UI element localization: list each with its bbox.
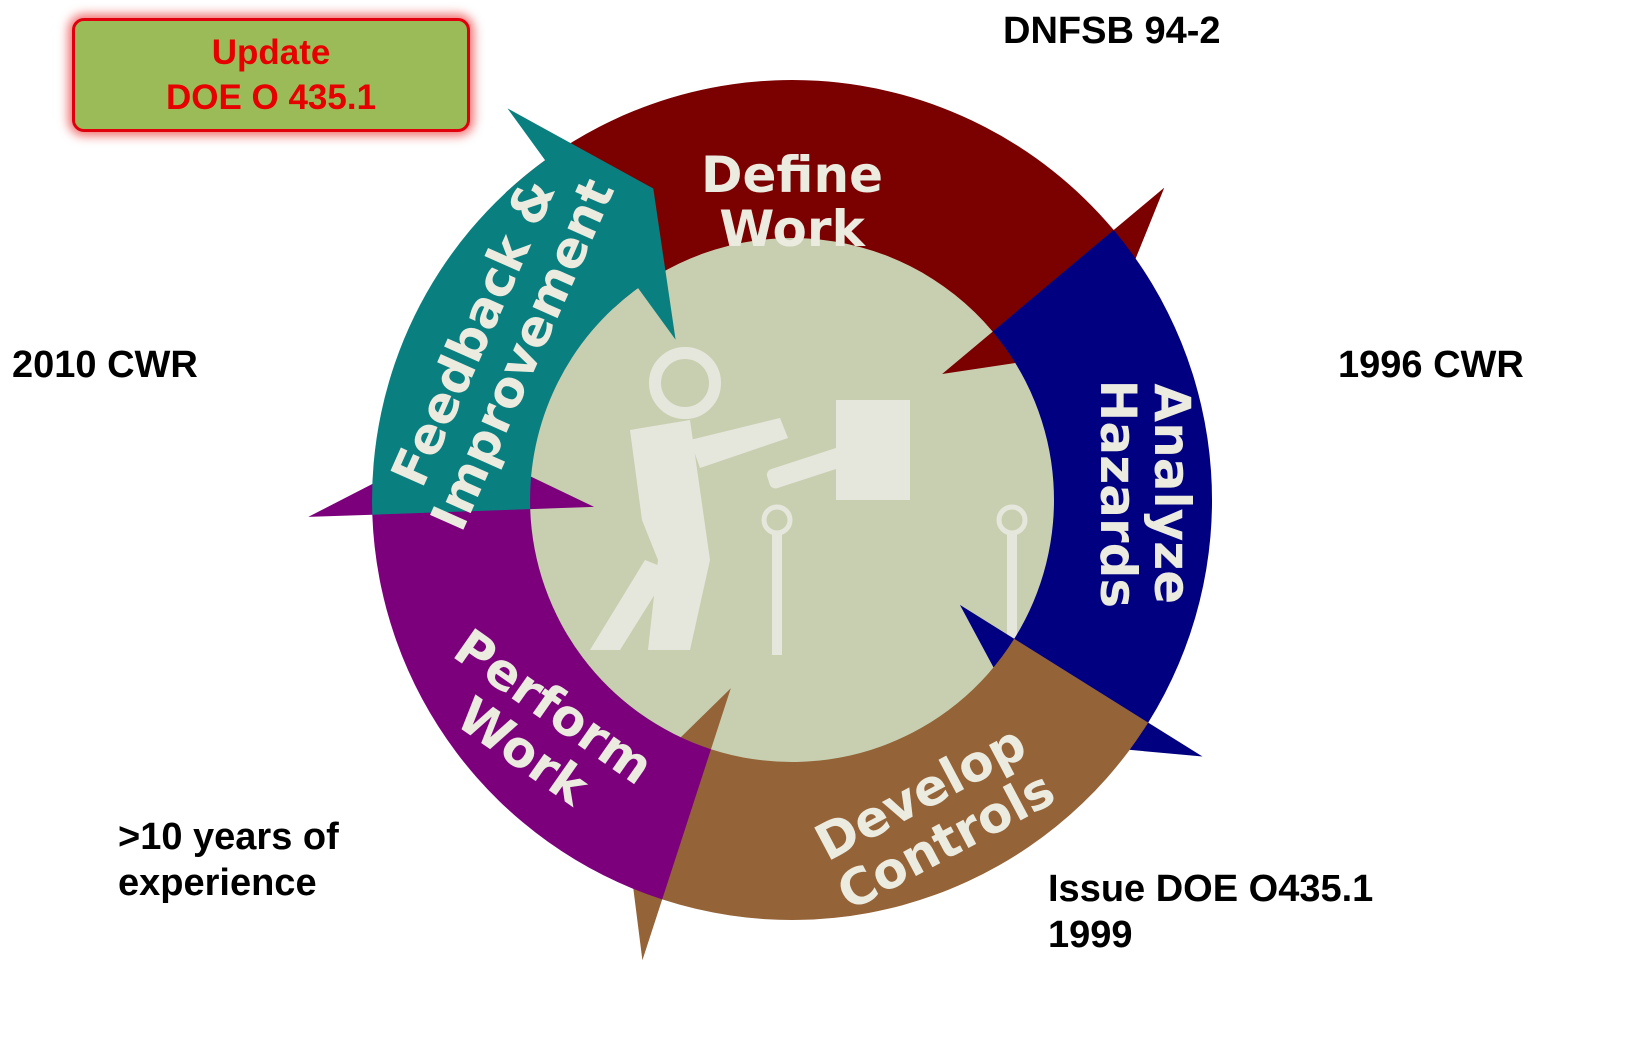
arrow-analyze-hazards — [959, 230, 1213, 757]
arrow-develop-controls — [621, 638, 1149, 961]
annotation-2010-cwr: 2010 CWR — [12, 344, 198, 386]
worker-back-leg — [590, 560, 670, 650]
issue-line-1: Issue DOE O435.1 — [1048, 868, 1374, 910]
worker-figure — [590, 347, 1028, 655]
worker-arm — [690, 418, 788, 468]
issue-line-2: 1999 — [1048, 914, 1133, 957]
update-line-1: Update — [211, 32, 331, 72]
arrow-perform-work — [308, 440, 711, 900]
work-box — [836, 400, 910, 500]
annotation-dnfsb: DNFSB 94-2 — [1003, 10, 1221, 52]
post-right — [1007, 533, 1017, 645]
arrow-feedback-improvement — [372, 108, 676, 515]
experience-line-1: >10 years of — [118, 816, 339, 858]
annotation-experience: >10 years of experience — [118, 814, 339, 907]
update-doe-callout: Update DOE O 435.1 — [72, 18, 470, 132]
update-line-2: DOE O 435.1 — [165, 78, 377, 117]
annotation-1996-cwr: 1996 CWR — [1338, 344, 1524, 386]
post-left — [772, 533, 782, 655]
label-analyze-hazards: AnalyzeHazards — [1089, 379, 1201, 608]
center-disc — [472, 180, 1112, 820]
experience-line-2: experience — [118, 862, 317, 905]
arrow-define-work — [505, 80, 1165, 374]
worker-head — [649, 347, 721, 419]
worker-body — [630, 420, 710, 650]
annotation-issue-doe: Issue DOE O435.1 1999 — [1048, 866, 1373, 959]
